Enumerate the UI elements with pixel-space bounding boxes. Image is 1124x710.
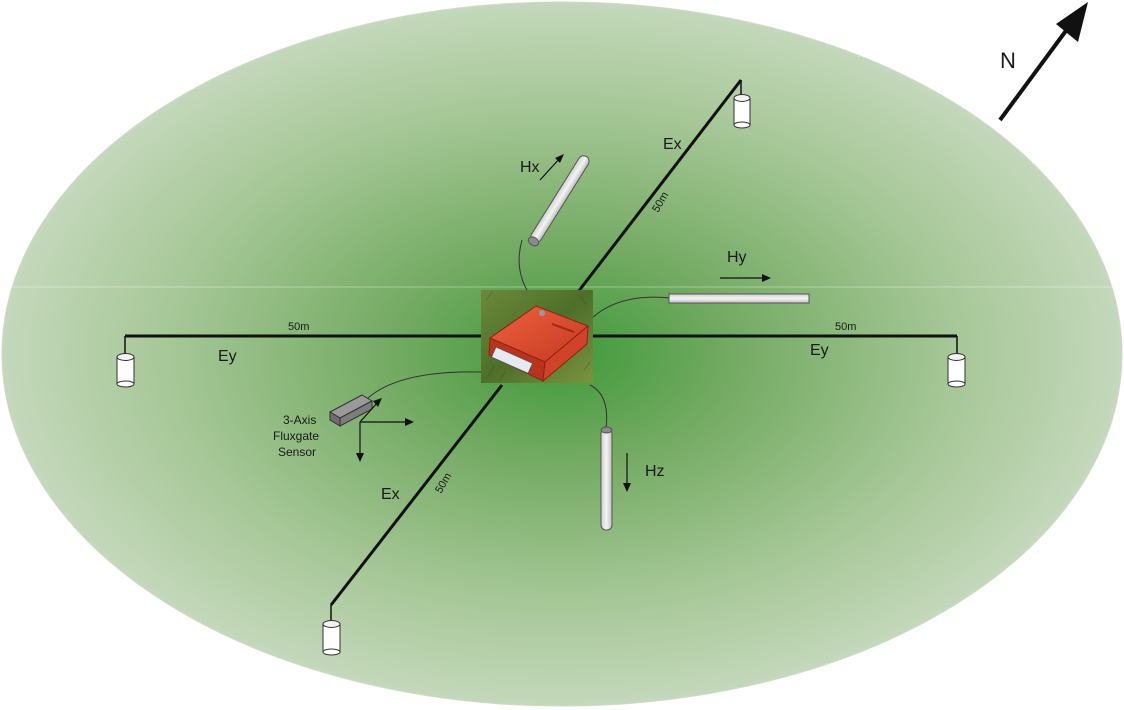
electrode-e <box>947 353 966 388</box>
data-logger-photo <box>481 290 593 383</box>
electrode-w <box>116 353 135 388</box>
hy-coil <box>668 293 810 304</box>
hz-cable <box>589 384 608 429</box>
electrode-sw <box>322 620 341 656</box>
ey-dipole <box>124 334 958 356</box>
ey-label-e: Ey <box>810 342 829 359</box>
fluxgate-axes <box>356 398 414 462</box>
hx-arrow <box>539 156 562 181</box>
fluxgate-label-line2: Fluxgate <box>273 429 319 443</box>
fluxgate-cable <box>367 371 483 399</box>
electrode-ne <box>733 94 751 129</box>
hz-coil <box>600 426 613 531</box>
hz-label: Hz <box>645 463 665 480</box>
hx-coil <box>527 155 590 247</box>
north-label: N <box>1000 48 1016 73</box>
fluxgate-label-line3: Sensor <box>278 445 316 459</box>
hy-cable <box>591 296 671 319</box>
ey-distance-e: 50m <box>835 321 856 333</box>
ex-label-ne: Ex <box>663 136 682 153</box>
hy-label: Hy <box>727 249 747 266</box>
ex-wire-ne <box>576 79 743 293</box>
north-arrow: N <box>998 2 1088 122</box>
logger-case <box>488 305 589 383</box>
ey-distance-w: 50m <box>288 321 309 333</box>
ex-wire-sw <box>329 384 504 606</box>
ex-label-sw: Ex <box>381 486 400 503</box>
hx-label: Hx <box>520 159 540 176</box>
ey-label-w: Ey <box>218 348 237 365</box>
fluxgate-label-line1: 3-Axis <box>283 413 316 427</box>
